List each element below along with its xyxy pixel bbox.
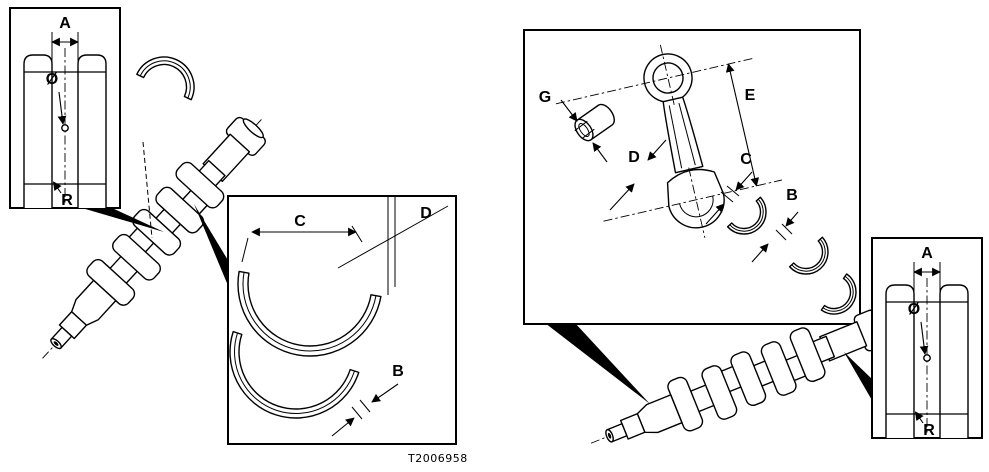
dim-label-b-rod: B <box>786 187 798 204</box>
leader-wedge <box>194 204 229 288</box>
journal-detail-box-left: A Ø R <box>9 7 121 209</box>
crankshaft-left <box>21 98 285 378</box>
dim-label-b-main: B <box>392 363 404 380</box>
figure-code: T2006958 <box>407 452 468 465</box>
upper-main-bearing-shell <box>237 270 382 357</box>
dim-label-e: E <box>745 87 756 104</box>
projection-line <box>142 141 153 239</box>
dim-label-d-rod: D <box>628 149 640 166</box>
leader-wedge <box>844 352 873 402</box>
leader-wedge <box>82 208 164 232</box>
lower-main-bearing-shell <box>229 330 360 419</box>
dim-label-dia-left: Ø <box>46 71 58 88</box>
dim-label-r-right: R <box>923 422 935 439</box>
pin-bushing <box>574 103 615 142</box>
leader-wedge <box>545 323 650 404</box>
dim-label-dia-right: Ø <box>908 301 920 318</box>
connecting-rod-detail-box: G E D C B <box>523 29 866 325</box>
journal-detail-box-right: A Ø R <box>871 237 983 439</box>
bearing-shell-icon <box>136 46 205 101</box>
dim-label-r-left: R <box>61 192 73 209</box>
dim-label-a-left: A <box>59 15 71 32</box>
dim-label-a-right: A <box>921 245 933 262</box>
connecting-rod <box>555 44 782 238</box>
dim-label-g: G <box>539 89 551 106</box>
dim-label-c-main: C <box>294 213 306 230</box>
dim-label-c-rod: C <box>740 151 752 168</box>
main-bearing-detail-box: C D B <box>227 195 457 445</box>
dim-label-d-main: D <box>420 205 432 222</box>
